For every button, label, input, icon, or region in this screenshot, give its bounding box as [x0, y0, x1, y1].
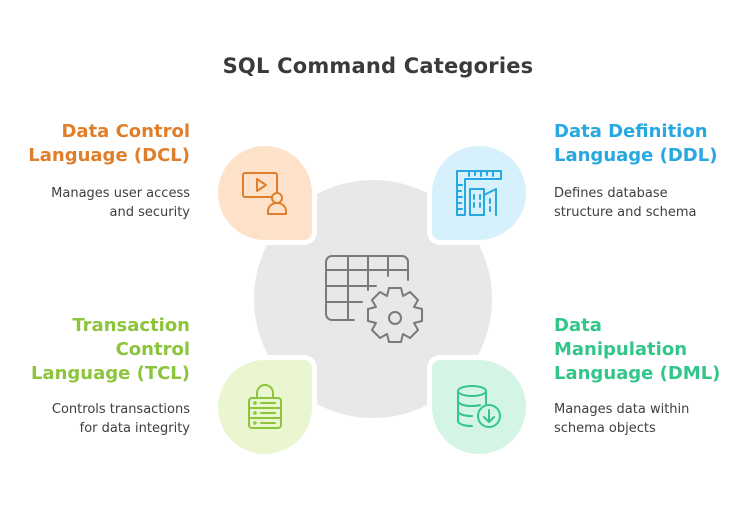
dcl-description-line: Manages user access [51, 186, 190, 201]
tcl-petal [218, 360, 312, 454]
ddl-heading-line: Data Definition [554, 121, 708, 142]
dcl-description-line: and security [109, 205, 191, 220]
ddl-description: Defines database structure and schema [554, 184, 744, 222]
blueprint-building-icon [456, 170, 502, 216]
ddl-petal [432, 146, 526, 240]
dcl-heading: Data Control Language (DCL) [20, 120, 190, 168]
dml-heading-line: Language (DML) [554, 363, 721, 384]
table-settings-icon [325, 255, 423, 343]
dml-description-line: schema objects [554, 421, 656, 436]
ddl-text-block: Data Definition Language (DDL) Defines d… [554, 120, 744, 222]
ddl-heading-line: Language (DDL) [554, 145, 718, 166]
tcl-text-block: Transaction Control Language (TCL) Contr… [20, 314, 190, 438]
tcl-description-line: Controls transactions [51, 402, 190, 417]
dml-petal [432, 360, 526, 454]
tcl-heading-line: Control [115, 339, 190, 360]
dml-description: Manages data within schema objects [554, 400, 744, 438]
dcl-petal [218, 146, 312, 240]
dcl-heading-line: Language (DCL) [28, 145, 190, 166]
dcl-description: Manages user access and security [20, 184, 190, 222]
dml-heading-line: Manipulation [554, 339, 688, 360]
presentation-user-icon [242, 172, 287, 215]
tcl-description: Controls transactions for data integrity [20, 400, 190, 438]
diagram-title: SQL Command Categories [222, 54, 534, 78]
dcl-text-block: Data Control Language (DCL) Manages user… [20, 120, 190, 222]
dcl-heading-line: Data Control [61, 121, 190, 142]
database-download-icon [457, 385, 501, 428]
ddl-description-line: Defines database [554, 186, 668, 201]
server-lock-icon [248, 384, 282, 429]
tcl-heading-line: Transaction [72, 315, 190, 336]
dml-heading: Data Manipulation Language (DML) [554, 314, 744, 386]
dml-heading-line: Data [554, 315, 602, 336]
tcl-heading: Transaction Control Language (TCL) [20, 314, 190, 386]
dml-description-line: Manages data within [554, 402, 690, 417]
tcl-description-line: for data integrity [79, 421, 190, 436]
tcl-heading-line: Language (TCL) [30, 363, 190, 384]
ddl-description-line: structure and schema [554, 205, 697, 220]
ddl-heading: Data Definition Language (DDL) [554, 120, 744, 168]
dml-text-block: Data Manipulation Language (DML) Manages… [554, 314, 744, 438]
